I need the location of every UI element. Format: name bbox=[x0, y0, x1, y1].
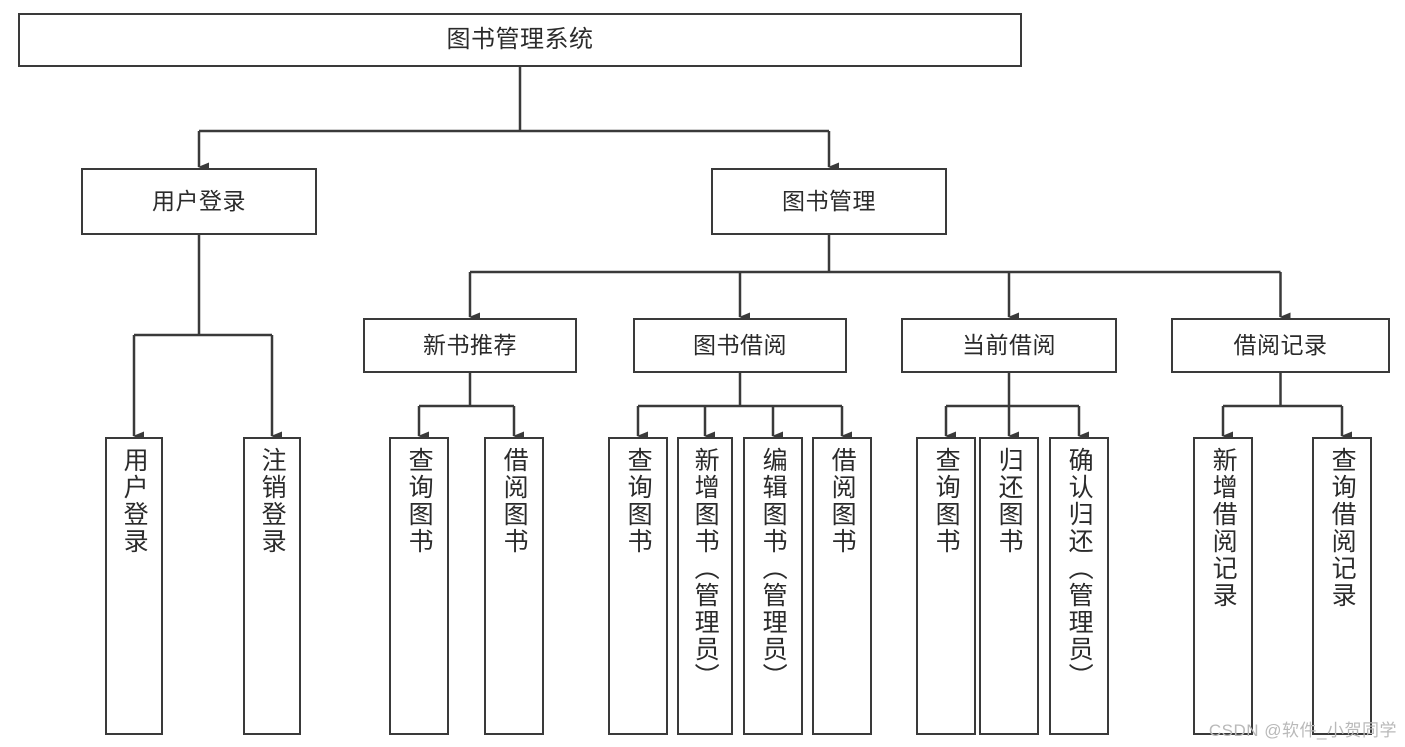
node-leaf-current-return[interactable]: 归还图书 bbox=[979, 437, 1039, 735]
node-label: 图书借阅 bbox=[693, 331, 787, 358]
node-leaf-record-add[interactable]: 新增借阅记录 bbox=[1193, 437, 1253, 735]
node-l2-user[interactable]: 用户登录 bbox=[81, 168, 317, 235]
node-label: 当前借阅 bbox=[962, 331, 1056, 358]
node-l3-new[interactable]: 新书推荐 bbox=[363, 318, 577, 373]
node-label: 查询借阅记录 bbox=[1328, 447, 1357, 609]
node-label: 注销登录 bbox=[258, 447, 287, 555]
node-label: 编辑图书（管理员） bbox=[759, 447, 788, 690]
node-leaf-user-logout[interactable]: 注销登录 bbox=[243, 437, 301, 735]
node-leaf-borrow-edit[interactable]: 编辑图书（管理员） bbox=[743, 437, 803, 735]
node-leaf-record-query[interactable]: 查询借阅记录 bbox=[1312, 437, 1372, 735]
watermark-text: CSDN @软件_小贺同学 bbox=[1208, 721, 1397, 740]
node-label: 借阅图书 bbox=[500, 447, 529, 555]
node-label: 新书推荐 bbox=[423, 331, 517, 358]
node-leaf-current-confirm[interactable]: 确认归还（管理员） bbox=[1049, 437, 1109, 735]
node-leaf-user-login[interactable]: 用户登录 bbox=[105, 437, 163, 735]
node-label: 新增借阅记录 bbox=[1209, 447, 1238, 609]
node-label: 借阅记录 bbox=[1233, 331, 1328, 358]
node-label: 归还图书 bbox=[995, 447, 1024, 555]
node-l3-borrow[interactable]: 图书借阅 bbox=[633, 318, 847, 373]
node-label: 图书管理 bbox=[782, 187, 876, 214]
connector-lines bbox=[132, 67, 1352, 441]
node-label: 借阅图书 bbox=[828, 447, 857, 555]
node-label: 新增图书（管理员） bbox=[691, 447, 720, 690]
node-label: 用户登录 bbox=[120, 447, 149, 555]
node-leaf-borrow-query[interactable]: 查询图书 bbox=[608, 437, 668, 735]
node-label: 查询图书 bbox=[932, 447, 961, 555]
node-l3-record[interactable]: 借阅记录 bbox=[1171, 318, 1390, 373]
node-leaf-new-query[interactable]: 查询图书 bbox=[389, 437, 449, 735]
node-root[interactable]: 图书管理系统 bbox=[18, 13, 1022, 67]
node-label: 图书管理系统 bbox=[446, 25, 594, 53]
node-label: 确认归还（管理员） bbox=[1065, 447, 1094, 690]
node-label: 用户登录 bbox=[152, 187, 246, 214]
node-label: 查询图书 bbox=[624, 447, 653, 555]
node-leaf-current-query[interactable]: 查询图书 bbox=[916, 437, 976, 735]
node-l3-current[interactable]: 当前借阅 bbox=[901, 318, 1117, 373]
node-l2-book[interactable]: 图书管理 bbox=[711, 168, 947, 235]
node-leaf-new-borrow[interactable]: 借阅图书 bbox=[484, 437, 544, 735]
node-leaf-borrow-add[interactable]: 新增图书（管理员） bbox=[677, 437, 733, 735]
node-leaf-borrow-lend[interactable]: 借阅图书 bbox=[812, 437, 872, 735]
node-label: 查询图书 bbox=[405, 447, 434, 555]
